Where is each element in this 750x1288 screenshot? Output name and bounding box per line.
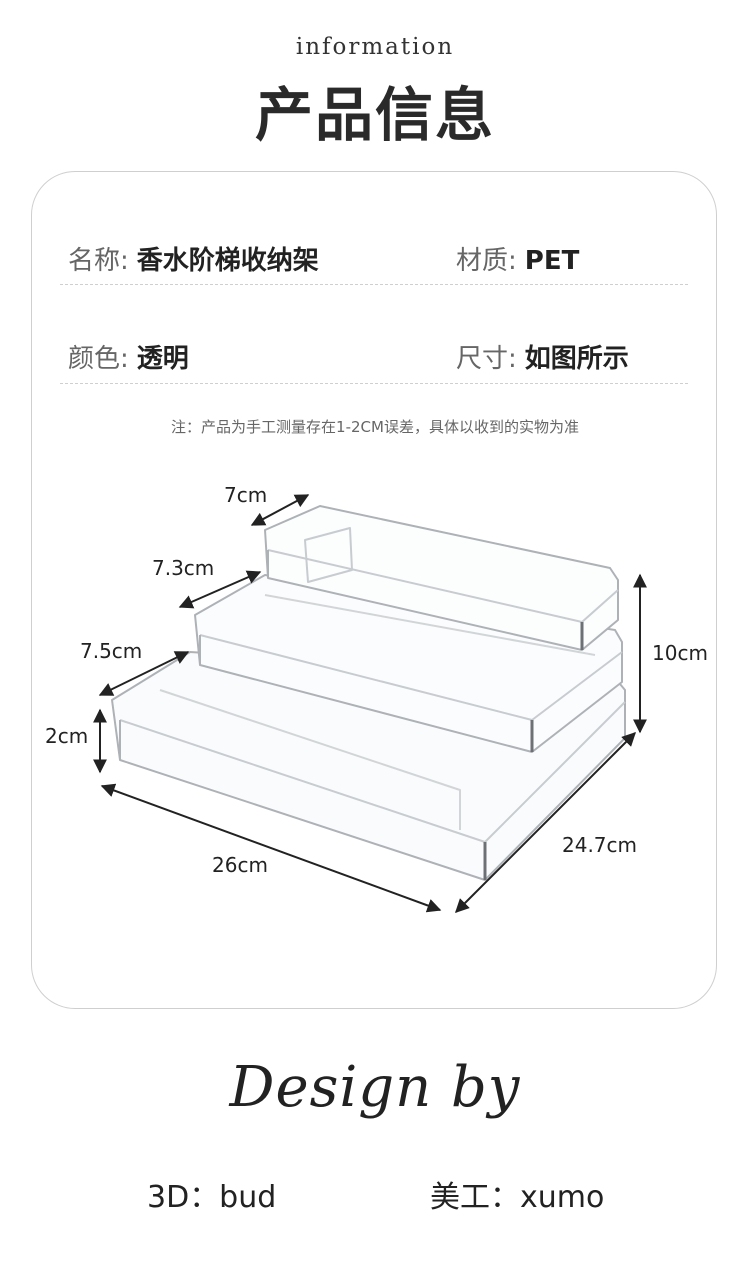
label-top-tier-depth: 7cm xyxy=(224,483,267,507)
measurement-note: 注：产品为手工测量存在1-2CM误差，具体以收到的实物为准 xyxy=(171,418,579,436)
product-dimension-diagram: 7cm 7.3cm 7.5cm 2cm 10cm 26cm 24.7cm xyxy=(45,483,708,913)
credit-art: 美工：xumo xyxy=(430,1180,605,1215)
label-total-height: 10cm xyxy=(652,641,708,665)
label-bottom-tier-depth: 7.5cm xyxy=(80,639,142,663)
spec-name-label: 名称: xyxy=(68,246,129,276)
spec-color: 颜色:透明 xyxy=(68,338,189,375)
spec-name-value: 香水阶梯收纳架 xyxy=(136,246,319,276)
credit-3d: 3D：bud xyxy=(147,1180,277,1215)
spec-name: 名称:香水阶梯收纳架 xyxy=(68,240,319,277)
spec-material-label: 材质: xyxy=(456,246,517,276)
spec-size: 尺寸:如图所示 xyxy=(456,338,629,375)
design-by-heading: Design by xyxy=(229,1055,521,1120)
info-subtitle: information xyxy=(295,34,455,60)
spec-size-label: 尺寸: xyxy=(456,344,517,374)
spec-color-value: 透明 xyxy=(136,344,189,374)
spec-material: 材质:PET xyxy=(456,240,579,277)
spec-row-2: 颜色:透明 尺寸:如图所示 xyxy=(60,338,688,384)
spec-size-value: 如图所示 xyxy=(524,344,629,374)
spec-color-label: 颜色: xyxy=(68,344,129,374)
spec-material-value: PET xyxy=(524,246,580,276)
label-step-height: 2cm xyxy=(45,724,88,748)
page-title: 产品信息 xyxy=(254,81,495,149)
spec-row-1: 名称:香水阶梯收纳架 材质:PET xyxy=(60,240,688,285)
label-width: 24.7cm xyxy=(562,833,637,857)
label-middle-tier-depth: 7.3cm xyxy=(152,556,214,580)
label-length: 26cm xyxy=(212,853,268,877)
dimension-arrows xyxy=(93,494,647,913)
